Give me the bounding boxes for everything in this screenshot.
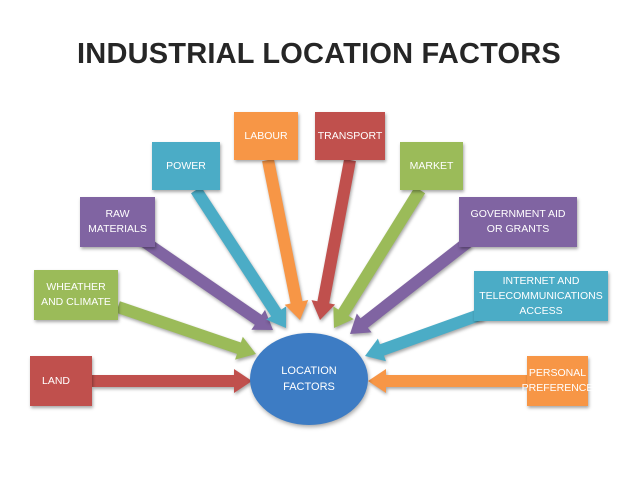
arrow-labour bbox=[262, 158, 309, 320]
arrow-raw bbox=[138, 235, 273, 330]
factor-power: POWER bbox=[152, 142, 220, 190]
arrow-govt bbox=[350, 237, 472, 334]
factor-transport: TRANSPORT bbox=[315, 112, 385, 160]
arrow-market bbox=[333, 186, 426, 328]
arrow-personal bbox=[368, 369, 527, 393]
arrow-weather bbox=[116, 301, 256, 360]
factor-market: MARKET bbox=[400, 142, 463, 190]
factor-market-label: MARKET bbox=[409, 159, 454, 172]
factor-raw-materials: RAW MATERIALS bbox=[80, 197, 155, 247]
location-factors-hub: LOCATION FACTORS bbox=[250, 333, 368, 425]
factor-land-label: LAND bbox=[42, 374, 71, 387]
factor-weather-label: WHEATHER AND CLIMATE bbox=[41, 281, 111, 308]
factor-government-aid: GOVERNMENT AID OR GRANTS bbox=[459, 197, 577, 247]
arrow-internet bbox=[365, 308, 484, 362]
factor-power-label: POWER bbox=[166, 159, 206, 172]
arrow-transport bbox=[311, 158, 356, 320]
factor-personal-preference-label: PERSONAL PREFERENCE bbox=[521, 367, 594, 394]
page-title: INDUSTRIAL LOCATION FACTORS bbox=[77, 38, 561, 70]
factor-government-aid-label: GOVERNMENT AID OR GRANTS bbox=[470, 208, 566, 235]
factor-personal-preference: PERSONAL PREFERENCE bbox=[522, 356, 593, 406]
factor-weather: WHEATHER AND CLIMATE bbox=[34, 270, 118, 320]
factor-labour: LABOUR bbox=[234, 112, 298, 160]
factor-land: LAND bbox=[30, 356, 92, 406]
factor-internet: INTERNET AND TELECOMMUNICATIONS ACCESS bbox=[474, 271, 608, 321]
hub-label: LOCATION FACTORS bbox=[281, 365, 337, 393]
factor-labour-label: LABOUR bbox=[244, 129, 288, 142]
factor-raw-materials-label: RAW MATERIALS bbox=[88, 208, 147, 235]
factor-transport-label: TRANSPORT bbox=[317, 129, 383, 142]
arrow-land bbox=[92, 369, 252, 393]
arrow-power bbox=[191, 186, 287, 328]
factor-internet-label: INTERNET AND TELECOMMUNICATIONS ACCESS bbox=[479, 274, 603, 317]
